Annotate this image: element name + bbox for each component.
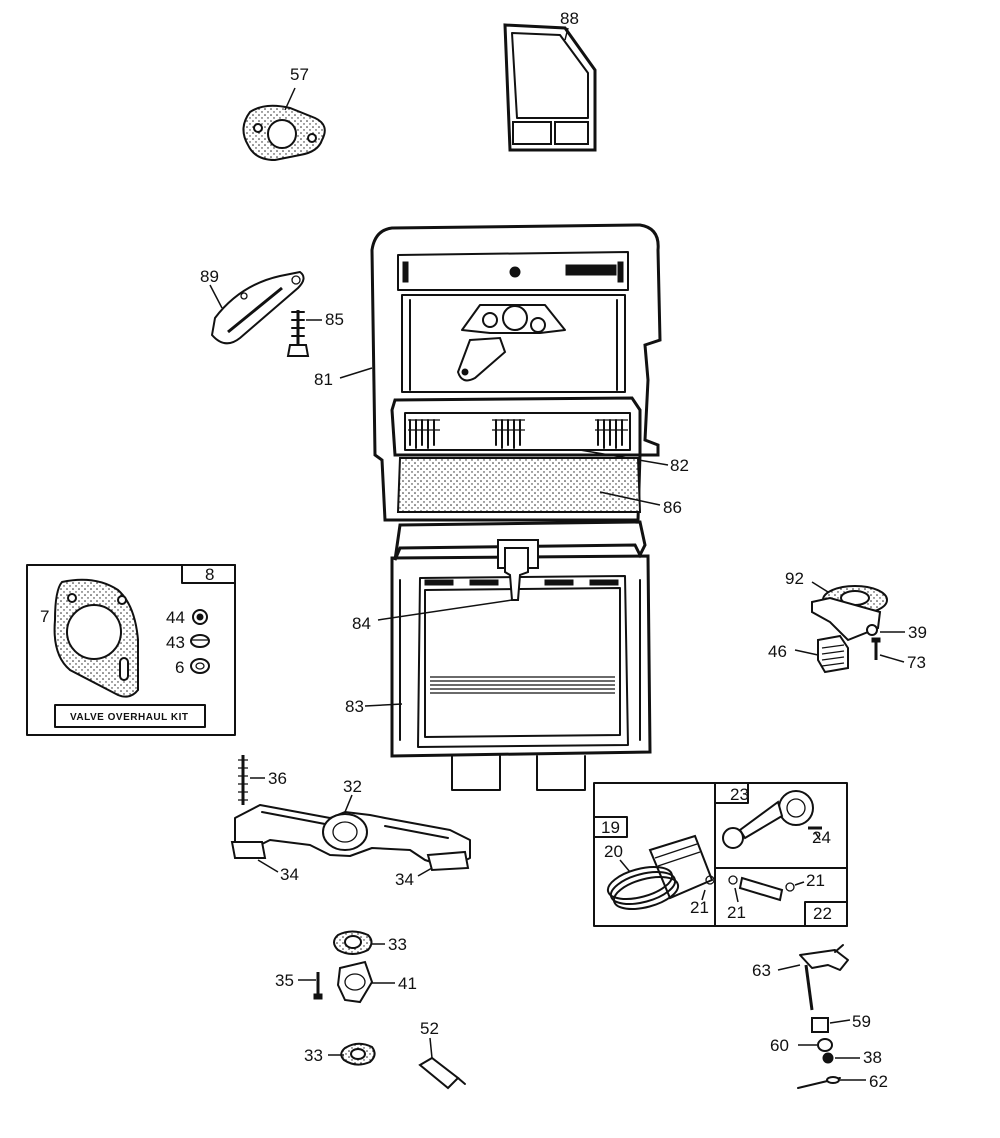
label-38: 38 xyxy=(863,1048,882,1067)
label-32: 32 xyxy=(343,777,362,796)
label-57: 57 xyxy=(290,65,309,84)
label-52: 52 xyxy=(420,1019,439,1038)
label-33a: 33 xyxy=(388,935,407,954)
label-81: 81 xyxy=(314,370,333,389)
label-23: 23 xyxy=(730,785,749,804)
part-35-screw xyxy=(313,972,323,1000)
part-59-bushing xyxy=(811,1017,829,1033)
label-46: 46 xyxy=(768,642,787,661)
label-19: 19 xyxy=(601,818,620,837)
label-8: 8 xyxy=(205,565,214,584)
part-73-screw xyxy=(871,637,881,660)
part-81-base xyxy=(370,223,662,522)
part-92-governor xyxy=(811,585,888,642)
label-21b: 21 xyxy=(727,903,746,922)
label-39: 39 xyxy=(908,623,927,642)
part-52-tube xyxy=(418,1056,466,1090)
label-44: 44 xyxy=(166,608,185,627)
part-89-bracket xyxy=(211,271,305,345)
label-33b: 33 xyxy=(304,1046,323,1065)
label-82: 82 xyxy=(670,456,689,475)
label-83: 83 xyxy=(345,697,364,716)
part-57-gasket xyxy=(242,104,326,162)
part-83-cartridge xyxy=(390,520,652,791)
part-33-gasket-upper xyxy=(333,930,373,955)
part-63-governor-shaft xyxy=(799,944,849,1011)
label-36: 36 xyxy=(268,769,287,788)
label-92: 92 xyxy=(785,569,804,588)
label-20: 20 xyxy=(604,842,623,861)
part-33-gasket-lower xyxy=(340,1042,376,1066)
part-88-cover-gasket xyxy=(503,23,597,152)
label-21a: 21 xyxy=(690,898,709,917)
part-60-washer xyxy=(817,1038,833,1052)
part-32-manifold xyxy=(230,804,471,872)
label-22: 22 xyxy=(813,904,832,923)
label-24: 24 xyxy=(812,828,831,847)
label-34a: 34 xyxy=(280,865,299,884)
part-62-pin xyxy=(797,1076,841,1089)
label-73: 73 xyxy=(907,653,926,672)
label-41: 41 xyxy=(398,974,417,993)
label-62: 62 xyxy=(869,1072,888,1091)
part-46-block xyxy=(817,634,849,674)
label-88: 88 xyxy=(560,9,579,28)
label-7: 7 xyxy=(40,607,49,626)
label-85: 85 xyxy=(325,310,344,329)
label-34b: 34 xyxy=(395,870,414,889)
part-36-stud xyxy=(238,755,248,805)
label-21c: 21 xyxy=(806,871,825,890)
label-86: 86 xyxy=(663,498,682,517)
part-85-screw xyxy=(286,310,310,357)
kit-title: VALVE OVERHAUL KIT xyxy=(70,712,188,723)
label-35: 35 xyxy=(275,971,294,990)
part-38-ball xyxy=(822,1052,834,1064)
piston-rod-kit xyxy=(593,782,848,927)
label-6: 6 xyxy=(175,658,184,677)
label-60: 60 xyxy=(770,1036,789,1055)
label-63: 63 xyxy=(752,961,771,980)
label-84: 84 xyxy=(352,614,371,633)
label-89: 89 xyxy=(200,267,219,286)
part-86-foam xyxy=(396,457,642,513)
part-8-valve-kit: VALVE OVERHAUL KIT xyxy=(26,564,236,736)
part-84-wingnut xyxy=(497,539,539,601)
label-43: 43 xyxy=(166,633,185,652)
part-41-spacer xyxy=(336,960,374,1004)
part-82-precleaner xyxy=(390,396,642,457)
label-59: 59 xyxy=(852,1012,871,1031)
